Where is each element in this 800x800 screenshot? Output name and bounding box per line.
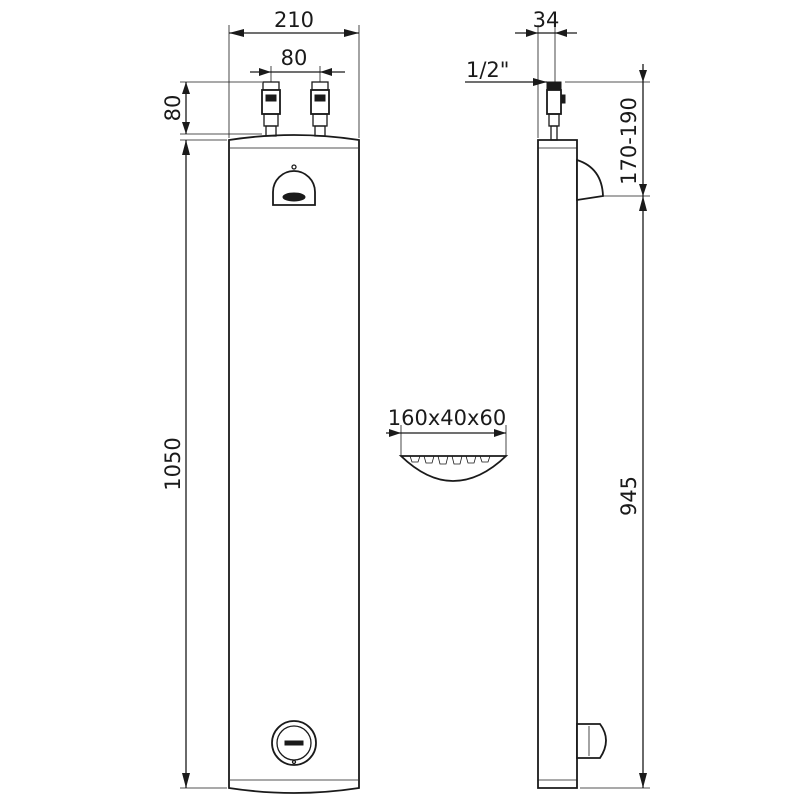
side-inlet-valve	[546, 81, 566, 141]
shower-head-size-label: 160x40x60	[388, 406, 506, 430]
inlet-height-label: 80	[161, 95, 185, 122]
dimension-connection-thread: 1/2"	[465, 58, 547, 86]
right-inlet-valve	[310, 81, 330, 137]
dimension-control-height: 945	[580, 196, 650, 789]
dimension-total-width: 210	[228, 8, 360, 138]
dimension-inlet-height: 80	[161, 81, 262, 135]
inlet-spacing-label: 80	[281, 46, 308, 70]
connection-thread-label: 1/2"	[466, 58, 509, 82]
front-shower-head	[272, 164, 316, 206]
control-height-label: 945	[617, 476, 641, 516]
side-shower-head	[576, 158, 604, 202]
outlet-height-label: 170-190	[617, 97, 641, 185]
total-width-label: 210	[274, 8, 314, 32]
panel-depth-label: 34	[533, 8, 560, 32]
panel-height-label: 1050	[161, 437, 185, 490]
dimension-panel-height: 1050	[161, 139, 227, 789]
dimension-outlet-height: 170-190	[565, 64, 650, 197]
dimension-inlet-spacing: 80	[250, 46, 345, 82]
front-view	[228, 81, 360, 794]
shower-head-detail: 160x40x60	[386, 406, 509, 482]
front-control-button	[271, 720, 317, 766]
side-panel-body	[537, 139, 578, 789]
dimension-panel-depth: 34	[515, 8, 577, 138]
side-view	[537, 81, 607, 789]
left-inlet-valve	[261, 81, 281, 137]
front-panel-body	[228, 134, 360, 794]
side-control-button	[576, 723, 607, 759]
shower-head-section	[398, 455, 509, 482]
